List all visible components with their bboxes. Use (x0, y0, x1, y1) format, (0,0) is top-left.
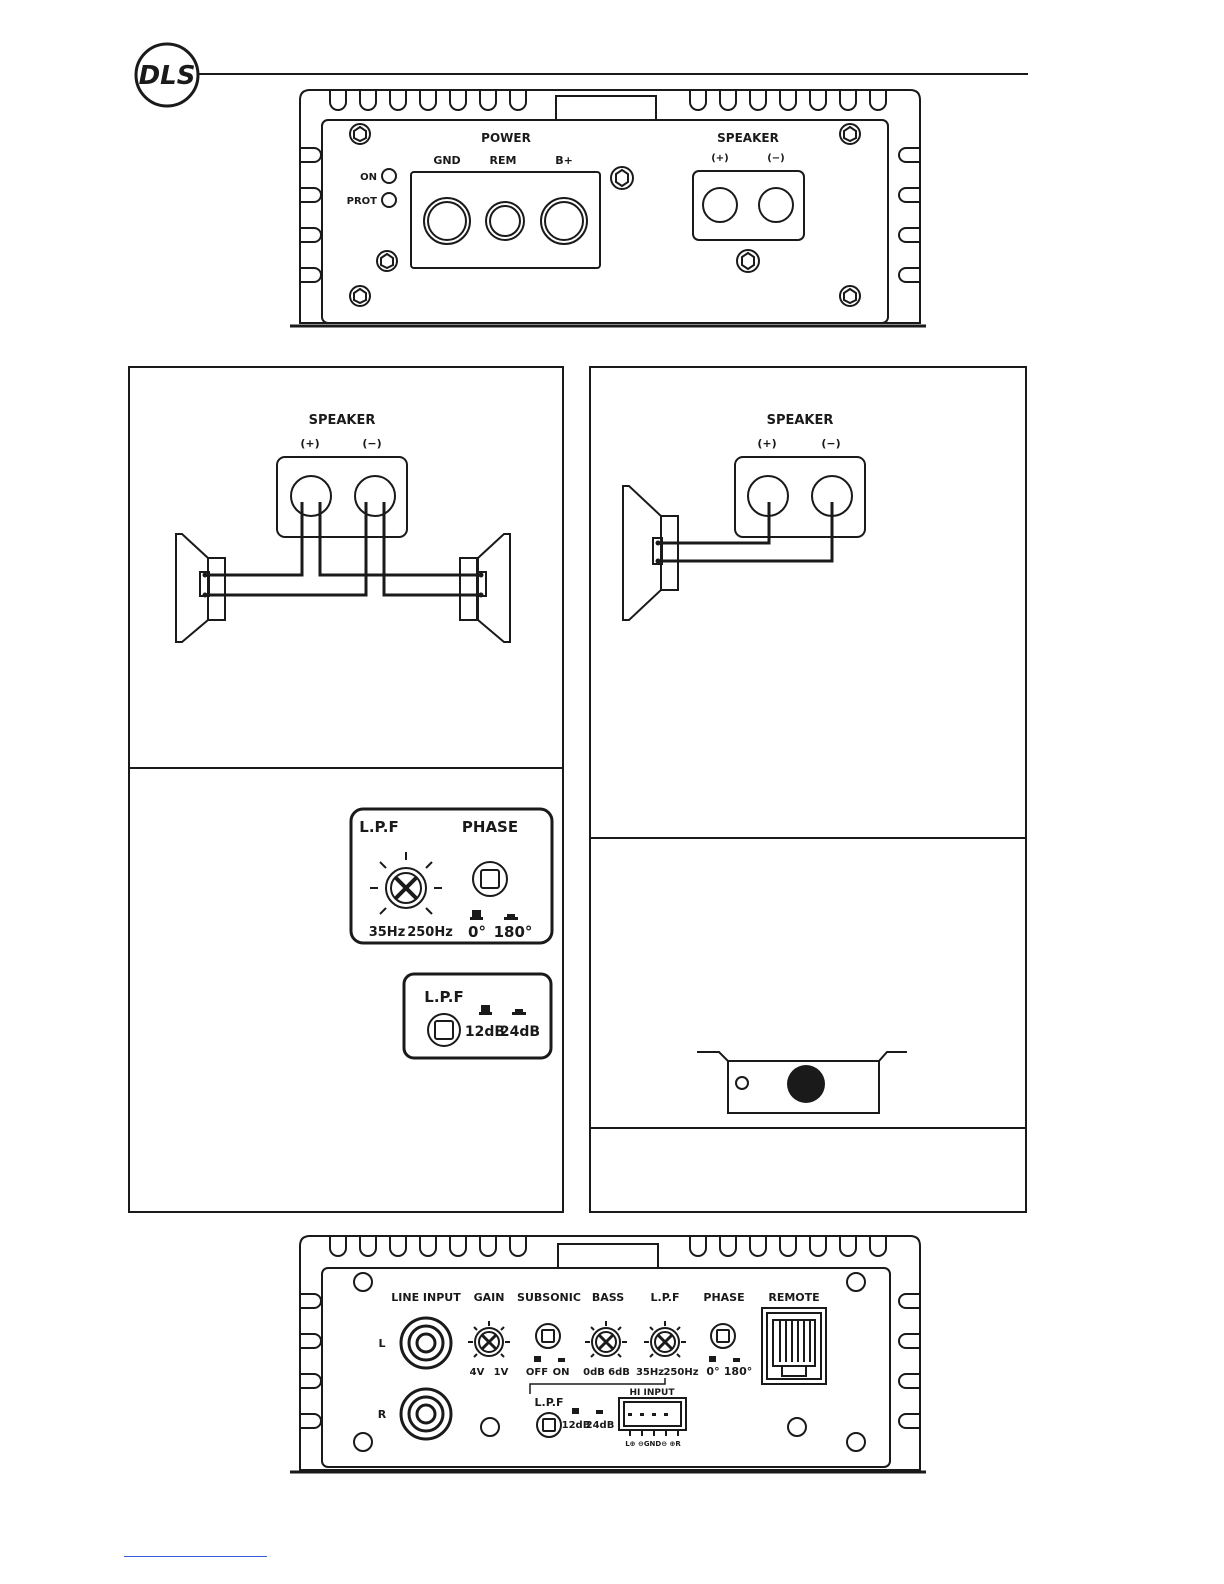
phase-180-label: 180° (724, 1365, 752, 1378)
wiring-panel-one-speaker: SPEAKER (+) (−) (589, 366, 1027, 839)
amp-power-panel: ON PROT POWER GND REM B+ SPEAKER (+) (−) (290, 88, 926, 330)
plus-label: (+) (300, 437, 319, 450)
remote-panel (589, 837, 1027, 1129)
remote-knob-icon (787, 1065, 825, 1103)
dls-logo: DLS (134, 42, 200, 108)
speaker-plus-label: (+) (711, 153, 729, 164)
wiring-panel-two-speakers: SPEAKER (+) (−) (128, 366, 564, 769)
speaker-left-icon (176, 534, 225, 642)
minus-label: (−) (362, 437, 381, 450)
gain-min-label: 4V (470, 1367, 485, 1378)
lpf-label: L.P.F (651, 1291, 680, 1304)
hi-input-pins-label: L⊕ ⊖GND⊖ ⊕R (625, 1440, 681, 1448)
speaker-label: SPEAKER (717, 131, 779, 145)
phase-180-label: 180° (494, 923, 533, 941)
controls-panel: L.P.F PHASE 35Hz 250Hz 0° 180° L.P.F (128, 767, 564, 1213)
power-label: POWER (481, 131, 531, 145)
speaker-minus-label: (−) (767, 153, 785, 164)
hi-input-label: HI INPUT (630, 1388, 676, 1398)
gnd-label: GND (433, 154, 460, 167)
bplus-label: B+ (555, 154, 573, 167)
prot-led-label: PROT (347, 196, 378, 207)
slope-switch-icon (428, 1014, 460, 1046)
speaker-right-icon (460, 534, 510, 642)
slope-24-label: 24dB (500, 1024, 540, 1040)
amp-input-panel: LINE INPUT GAIN SUBSONIC BASS L.P.F PHAS… (290, 1232, 926, 1480)
slope-lpf-label: L.P.F (424, 988, 463, 1006)
minus-label: (−) (821, 437, 840, 450)
speaker-label: SPEAKER (767, 413, 834, 428)
lpf-phase-callout: L.P.F PHASE 35Hz 250Hz 0° 180° (351, 809, 552, 943)
lpf-max-label: 250Hz (407, 925, 453, 940)
slope-lpf-label: L.P.F (535, 1396, 564, 1409)
footer-link-underline (124, 1556, 267, 1557)
plus-label: (+) (757, 437, 776, 450)
bass-label: BASS (592, 1291, 624, 1304)
speaker-icon (623, 486, 678, 620)
phase-label: PHASE (703, 1291, 744, 1304)
remote-label: REMOTE (768, 1291, 819, 1304)
phase-0-label: 0° (706, 1365, 719, 1378)
on-led-label: ON (360, 172, 377, 183)
speaker-label: SPEAKER (309, 413, 376, 428)
header-rule (198, 73, 1028, 75)
notes-panel (589, 1127, 1027, 1213)
slope-24-label: 24dB (586, 1420, 615, 1431)
line-input-label: LINE INPUT (391, 1291, 461, 1304)
bass-min-label: 0dB (583, 1367, 605, 1378)
subsonic-off-label: OFF (526, 1367, 548, 1378)
bass-max-label: 6dB (608, 1367, 630, 1378)
lpf-min-label: 35Hz (636, 1367, 664, 1378)
input-r-label: R (378, 1408, 387, 1421)
lpf-label: L.P.F (359, 818, 398, 836)
gain-label: GAIN (474, 1291, 505, 1304)
lpf-knob-icon (370, 852, 442, 914)
lpf-max-label: 250Hz (663, 1367, 698, 1378)
rem-label: REM (490, 154, 517, 167)
phase-0-label: 0° (468, 923, 486, 941)
logo-text: DLS (139, 61, 196, 91)
subsonic-on-label: ON (553, 1367, 570, 1378)
gain-max-label: 1V (494, 1367, 509, 1378)
phase-label: PHASE (462, 818, 518, 836)
subsonic-label: SUBSONIC (517, 1291, 581, 1304)
phase-switch-icon (473, 862, 507, 896)
lpf-min-label: 35Hz (369, 925, 406, 940)
input-l-label: L (378, 1337, 385, 1350)
lpf-slope-callout: L.P.F 12dB 24dB (404, 974, 551, 1058)
